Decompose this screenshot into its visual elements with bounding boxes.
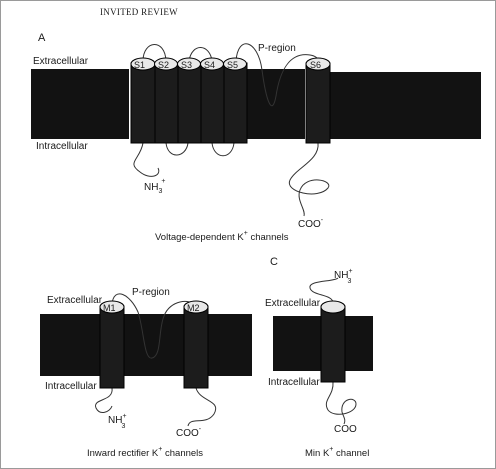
running-head: INVITED REVIEW (100, 7, 178, 17)
panel-c: C Extracellular Intracellular NH+3 COO M… (265, 256, 373, 459)
panel-c-n-terminus: NH+3 (334, 268, 353, 285)
segment-label: S4 (204, 60, 215, 70)
segment-label: S1 (134, 60, 145, 70)
panel-b-membrane-left (40, 314, 100, 376)
panel-b-extracellular-label: Extracellular (47, 295, 103, 306)
panel-a-letter: A (38, 32, 46, 44)
panel-a: A Extracellular Intracellular P-region S… (31, 32, 481, 243)
panel-c-extracellular-label: Extracellular (265, 298, 321, 309)
panel-b-segment-m1: M1 (99, 300, 125, 389)
panel-b-n-terminus: NH+3 (108, 413, 127, 430)
segment-label: M2 (187, 303, 200, 313)
panel-a-intracellular-label: Intracellular (36, 141, 88, 152)
panel-c-letter: C (270, 256, 278, 268)
panel-c-segment (320, 300, 346, 383)
panel-a-c-terminus: COO- (298, 217, 324, 230)
panel-a-extracellular-label: Extracellular (33, 56, 89, 67)
segment-label: M1 (103, 303, 116, 313)
panel-a-c-terminal-tail (289, 142, 330, 217)
panel-b-c-terminal-tail (187, 387, 217, 427)
panel-b-membrane-right (207, 314, 252, 376)
segment-label: S5 (227, 60, 238, 70)
panel-a-segment-s4: S4 (200, 57, 225, 144)
panel-a-n-terminal-tail (133, 142, 160, 177)
panel-b-c-terminus: COO- (176, 426, 202, 439)
panel-b-p-region-loop (111, 293, 197, 359)
panel-a-segment-s5: S5 (223, 57, 248, 144)
panel-a-caption: Voltage-dependent K+ channels (155, 230, 289, 243)
panel-a-segment-s1: S1 (130, 57, 156, 144)
panel-c-c-terminal-tail (325, 381, 357, 425)
panel-b-p-region-label: P-region (132, 287, 170, 298)
panel-a-n-terminus: NH3+ (144, 178, 165, 195)
segment-label: S2 (158, 60, 169, 70)
panel-c-membrane-right (345, 316, 373, 371)
panel-a-p-region-label: P-region (258, 43, 296, 54)
segment-label: S6 (310, 60, 321, 70)
panel-a-segment-s3: S3 (177, 57, 202, 144)
panel-a-membrane-left (31, 69, 129, 139)
panel-a-membrane-mid (245, 69, 305, 139)
panel-c-n-terminal-tail (309, 277, 339, 304)
panel-b: Extracellular Intracellular P-region M1 … (40, 287, 252, 459)
panel-a-loop-s4-s5 (211, 142, 235, 157)
panel-c-membrane-left (273, 316, 321, 371)
panel-a-p-region-loop (235, 43, 319, 107)
panel-b-intracellular-label: Intracellular (45, 381, 97, 392)
panel-a-segment-s2: S2 (154, 57, 179, 144)
panel-a-loop-s1-s2 (142, 44, 167, 62)
panel-a-membrane-right (330, 72, 481, 139)
panel-a-loop-s2-s3 (165, 142, 189, 156)
panel-c-c-terminus: COO (334, 424, 357, 435)
panel-b-membrane-mid (118, 314, 188, 376)
panel-a-segment-s6: S6 (305, 57, 331, 144)
panel-b-segment-m2: M2 (183, 300, 209, 389)
panel-c-intracellular-label: Intracellular (268, 377, 320, 388)
segment-label: S3 (181, 60, 192, 70)
panel-a-loop-s3-s4 (188, 47, 213, 62)
panel-c-caption: Min K+ channel (305, 446, 369, 459)
panel-b-n-terminal-tail (95, 387, 113, 413)
panel-b-caption: Inward rectifier K+ channels (87, 446, 203, 459)
